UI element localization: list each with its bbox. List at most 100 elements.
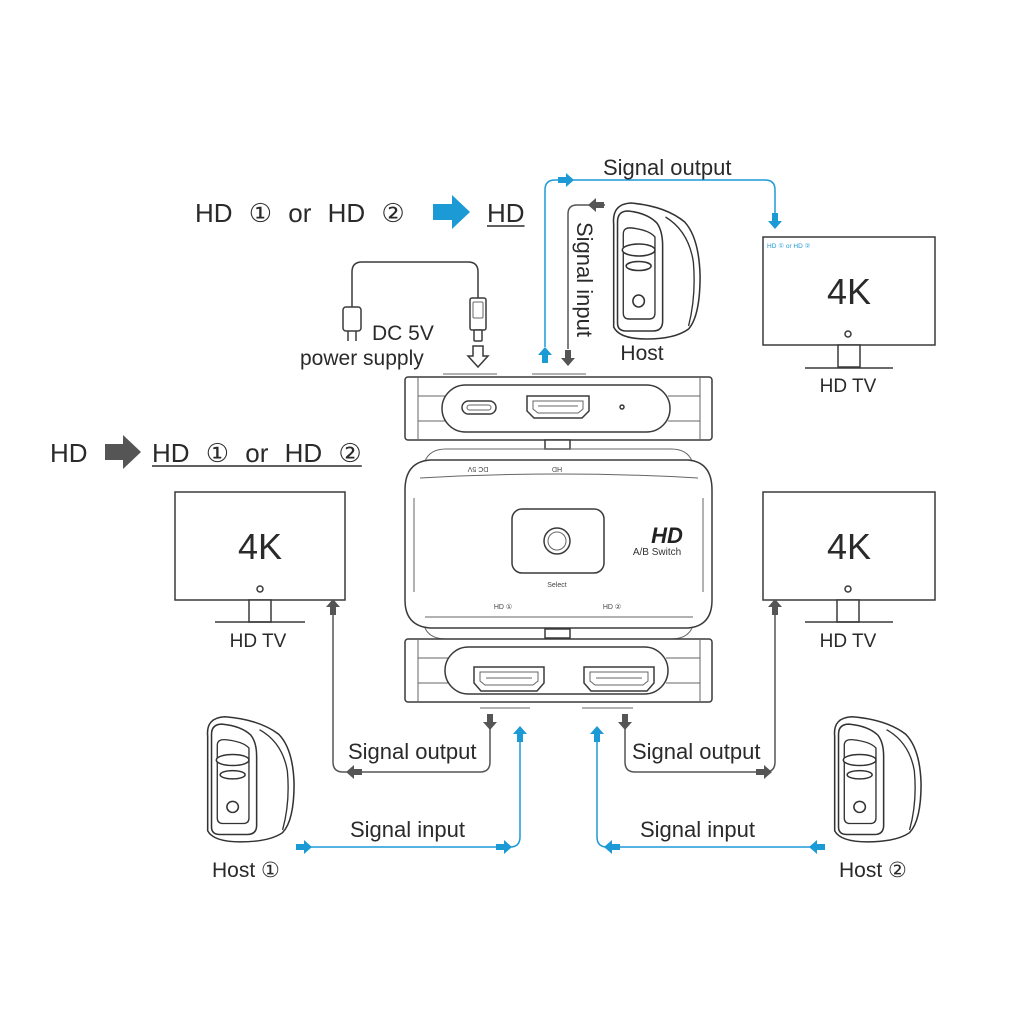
left-signal-output-route: Signal output — [326, 599, 497, 779]
right-output-line — [624, 614, 776, 773]
right-input-up-arrow-icon — [590, 726, 604, 742]
device-logo: HD — [651, 523, 683, 548]
tv-right: 4K HD TV — [762, 491, 936, 652]
right-signal-output-route: Signal output — [618, 599, 782, 779]
body-port-label-power: DC 5V — [467, 465, 488, 472]
host-top-tower-icon — [612, 202, 701, 340]
tv-top-right: HD ① or HD ② 4K HD TV — [762, 236, 936, 397]
top-signal-input-route: Signal input — [561, 198, 605, 366]
select-button-inner — [547, 531, 567, 551]
device-subtitle: A/B Switch — [633, 547, 681, 558]
tv-label: HD TV — [820, 376, 877, 397]
headline-top: HD ① or HD ② HD — [195, 195, 525, 229]
top-connector-tab — [544, 439, 571, 450]
tv-screen — [762, 491, 936, 601]
body-top-curve — [419, 473, 699, 479]
device-top-end — [404, 376, 713, 441]
hdmi-port-1-icon — [473, 666, 545, 692]
tv-screen-text: 4K — [827, 271, 871, 312]
host-top-label: Host — [620, 342, 663, 365]
headline-left-arrow-icon — [105, 435, 141, 469]
host-1-label: Host ① — [212, 859, 280, 882]
right-input-host-arrow-icon — [809, 840, 825, 854]
select-button-label: Select — [547, 582, 567, 589]
tv-screen — [762, 236, 936, 346]
usb-c-connector-inner — [472, 301, 484, 319]
tv-stand-neck — [836, 599, 860, 623]
power-cable — [351, 261, 479, 307]
right-output-down-arrow-icon — [618, 714, 632, 730]
headline-top-arrow-icon — [433, 195, 470, 229]
headline-top-source: HD ① or HD ② — [195, 198, 405, 228]
left-input-host-arrow-icon — [296, 840, 312, 854]
left-signal-input-route: Signal input — [296, 726, 527, 854]
tv-left: 4K HD TV — [174, 491, 346, 652]
top-output-label: Signal output — [603, 155, 731, 180]
host-2: Host ② — [833, 715, 922, 882]
tv-screen-text: 4K — [827, 526, 871, 567]
hdmi-switch-device: DC 5V HD Select HD A/B Switch HD ① HD ② — [404, 373, 713, 709]
power-supply-label: power supply — [300, 347, 424, 370]
top-signal-output-route: Signal output — [538, 155, 782, 363]
tv-label: HD TV — [820, 631, 877, 652]
headline-left-source: HD — [50, 438, 88, 468]
hdmi-input-port-icon — [526, 395, 590, 419]
right-signal-input-route: Signal input — [590, 726, 825, 854]
tv-power-led-icon — [844, 330, 852, 338]
power-plug-icon — [342, 306, 362, 332]
right-output-right-arrow-icon — [756, 765, 772, 779]
usb-c-port-inner — [466, 404, 492, 411]
host-1: Host ① — [206, 715, 295, 882]
tv-stand-neck — [248, 599, 272, 623]
top-input-left-arrow-icon — [588, 198, 604, 212]
left-output-left-arrow-icon — [346, 765, 362, 779]
host-2-tower-icon — [833, 715, 922, 843]
left-output-up-arrow-icon — [326, 599, 340, 615]
left-input-label: Signal input — [350, 817, 465, 842]
left-output-label: Signal output — [348, 739, 476, 764]
right-output-up-arrow-icon — [768, 599, 782, 615]
top-output-right-arrow-icon — [558, 173, 574, 187]
hdmi-port-1-inner — [479, 671, 539, 686]
host-top: Host — [612, 202, 701, 365]
left-output-line — [332, 614, 491, 773]
power-hollow-down-arrow-icon — [466, 345, 490, 369]
usb-c-connector-tip — [473, 329, 483, 342]
usb-c-connector-icon — [469, 297, 487, 331]
device-body: DC 5V HD Select HD A/B Switch HD ① HD ② — [404, 448, 713, 640]
top-input-line — [567, 204, 605, 349]
power-supply: DC 5V power supply — [300, 261, 490, 370]
body-port-label-1: HD ① — [494, 603, 512, 611]
headline-left-target: HD ① or HD ② — [152, 438, 362, 468]
tv-power-led-icon — [256, 585, 264, 593]
right-input-left-arrow-icon — [604, 840, 620, 854]
tv-screen — [174, 491, 346, 601]
top-input-down-arrow-icon — [561, 350, 575, 366]
headline-top-target: HD — [487, 198, 525, 228]
top-input-label: Signal input — [572, 222, 597, 337]
tv-screen-text: 4K — [238, 526, 282, 567]
host-2-label: Host ② — [839, 859, 907, 882]
body-port-label-2: HD ② — [603, 604, 621, 611]
right-input-label: Signal input — [640, 817, 755, 842]
bottom-connector-tab — [544, 628, 571, 639]
device-bottom-end — [404, 638, 713, 703]
hdmi-port-2-icon — [583, 666, 655, 692]
top-output-up-arrow-icon — [538, 347, 552, 363]
left-input-up-arrow-icon — [513, 726, 527, 742]
status-led-icon — [619, 404, 625, 410]
tv-stand-neck — [837, 344, 861, 368]
tv-screen-caption: HD ① or HD ② — [767, 243, 811, 250]
left-input-right-arrow-icon — [496, 840, 512, 854]
power-voltage-label: DC 5V — [372, 322, 434, 345]
hdmi-port-2-inner — [589, 671, 649, 686]
right-output-label: Signal output — [632, 739, 760, 764]
top-output-down-arrow-icon — [768, 213, 782, 229]
tv-label: HD TV — [230, 631, 287, 652]
body-top-ridge — [424, 448, 693, 462]
body-port-label-hdmi: HD — [552, 465, 562, 472]
host-1-tower-icon — [206, 715, 295, 843]
usb-c-port-icon — [461, 400, 497, 415]
hdmi-input-port-inner — [532, 400, 584, 414]
